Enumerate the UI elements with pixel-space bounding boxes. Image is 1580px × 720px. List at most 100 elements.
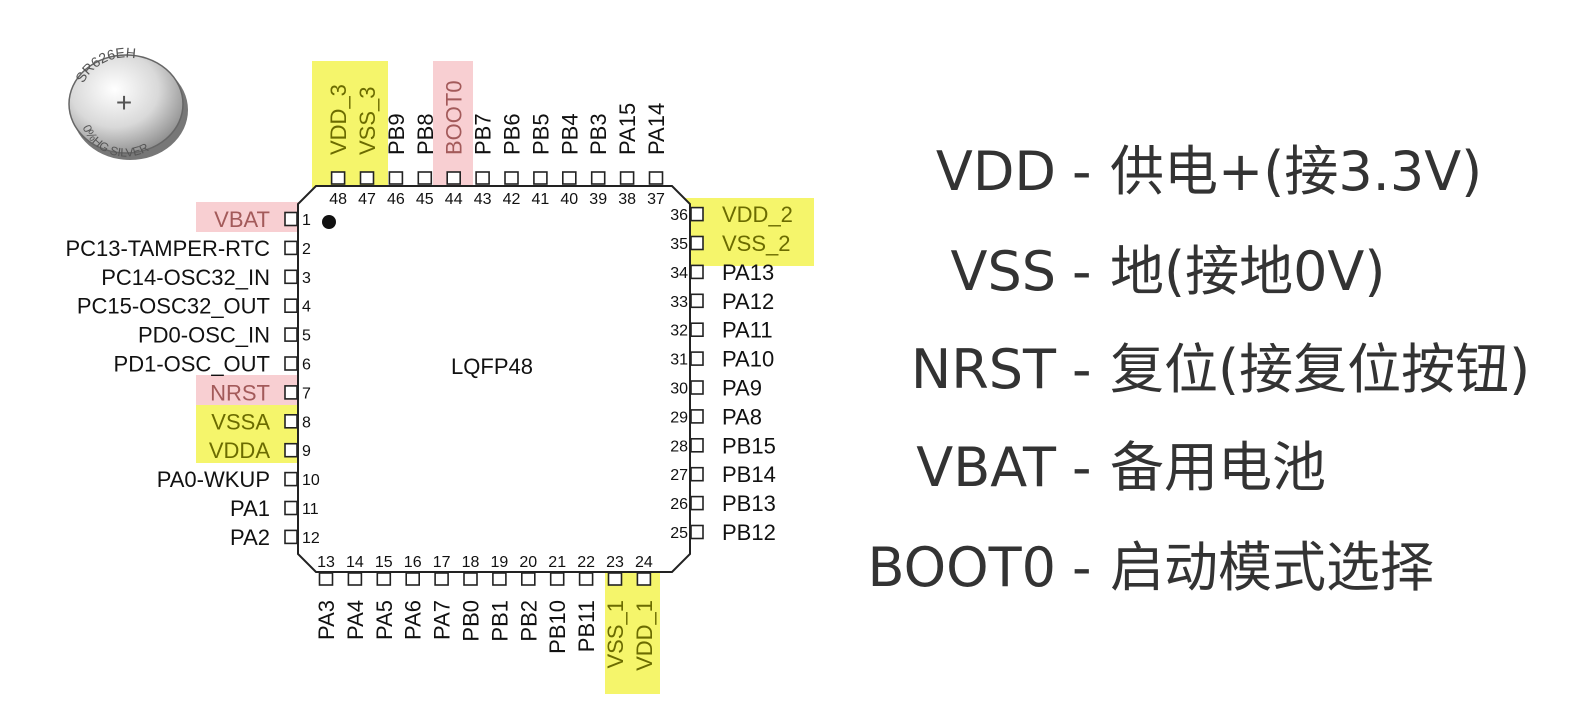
pin-pad-38	[619, 171, 635, 185]
legend-key-nrst: NRST	[911, 338, 1057, 401]
pin-pad-12	[284, 529, 298, 545]
pin-number-11: 11	[302, 501, 319, 518]
pin-pad-4	[284, 298, 298, 314]
pin-pad-16	[405, 572, 421, 586]
legend-desc-vdd: 供电+(接3.3V)	[1110, 140, 1482, 203]
pin-number-46: 46	[387, 191, 405, 208]
pin-number-20: 20	[519, 554, 537, 571]
pin-number-44: 44	[445, 191, 463, 208]
pin-label-pa14: PA14	[644, 103, 669, 155]
legend-dash: -	[1072, 436, 1092, 499]
pin-label-pa10: PA10	[722, 347, 774, 372]
pin-label-pb14: PB14	[722, 462, 776, 487]
pin-pad-14	[347, 572, 363, 586]
pin-pad-37	[648, 171, 664, 185]
pin-pad-24	[636, 572, 652, 586]
pin-pad-13	[318, 572, 334, 586]
pin-pad-22	[578, 572, 594, 586]
pin-pad-25	[690, 524, 704, 540]
pin-number-17: 17	[433, 554, 451, 571]
pin-label-pb3: PB3	[586, 113, 611, 155]
legend-dash: -	[1072, 536, 1092, 599]
pin-label-pb10: PB10	[545, 600, 570, 654]
pin-label-pb13: PB13	[722, 491, 776, 516]
pin-label-pc14-osc32_in: PC14-OSC32_IN	[101, 265, 270, 290]
pin-label-pb12: PB12	[722, 520, 776, 545]
pin-label-pb5: PB5	[528, 113, 553, 155]
pin-number-24: 24	[635, 554, 653, 571]
pin-label-vss_2: VSS_2	[722, 231, 791, 256]
legend-key-vss: VSS	[951, 240, 1057, 303]
pin-pad-32	[690, 322, 704, 338]
pin-number-19: 19	[491, 554, 509, 571]
pin-label-pb2: PB2	[516, 600, 541, 642]
pin-label-vdda: VDDA	[209, 438, 270, 463]
pin-label-pb0: PB0	[459, 600, 484, 642]
pin-label-pa5: PA5	[372, 600, 397, 640]
pin-pad-6	[284, 356, 298, 371]
pin-pad-45	[417, 171, 433, 185]
pin-label-pa9: PA9	[722, 376, 762, 401]
legend-key-vbat: VBAT	[916, 436, 1057, 499]
pin-number-5: 5	[302, 328, 311, 345]
pin-number-18: 18	[462, 554, 480, 571]
pin-pad-43	[475, 171, 490, 185]
pin-label-pb9: PB9	[384, 113, 409, 155]
pin-pad-10	[284, 471, 298, 487]
pin-pad-46	[388, 171, 404, 185]
pin-pad-47	[359, 171, 375, 185]
legend-dash: -	[1072, 140, 1092, 203]
legend: VDD - 供电+(接3.3V) VSS - 地(接地0V) NRST - 复位…	[868, 140, 1531, 599]
pin-pad-9	[284, 442, 298, 458]
pin-label-pd1-osc_out: PD1-OSC_OUT	[114, 352, 270, 377]
pin-number-33: 33	[670, 294, 688, 311]
pin-label-pa1: PA1	[230, 496, 270, 521]
pin-number-15: 15	[375, 554, 393, 571]
pin-pad-28	[690, 437, 704, 453]
pin-number-41: 41	[532, 191, 550, 208]
pin-number-8: 8	[302, 414, 311, 431]
lqfp48-chip: LQFP48	[297, 185, 691, 573]
pin-pad-17	[434, 572, 449, 586]
pin-pad-29	[690, 409, 704, 424]
pin-pad-11	[284, 500, 298, 516]
pin-number-3: 3	[302, 270, 311, 287]
pin-label-vss_1: VSS_1	[603, 600, 628, 669]
pins-layer: 1VBAT2PC13-TAMPER-RTC3PC14-OSC32_IN4PC15…	[65, 80, 792, 671]
pin-label-pa4: PA4	[343, 600, 368, 640]
pin-number-1: 1	[302, 212, 311, 229]
pin-number-27: 27	[670, 467, 688, 484]
pin-number-4: 4	[302, 299, 311, 316]
pin-label-pa11: PA11	[722, 318, 773, 343]
pin-label-pa15: PA15	[615, 103, 640, 155]
pin-pad-8	[284, 413, 298, 429]
pin-number-36: 36	[670, 207, 688, 224]
pin-label-pa12: PA12	[722, 289, 774, 314]
pin-number-29: 29	[670, 409, 688, 426]
pin-number-32: 32	[670, 323, 688, 340]
pin-label-pa2: PA2	[230, 525, 270, 550]
pin-number-22: 22	[577, 554, 595, 571]
pin-label-pa3: PA3	[314, 600, 339, 640]
legend-key-vdd: VDD	[936, 140, 1056, 203]
pin-label-pd0-osc_in: PD0-OSC_IN	[138, 323, 270, 348]
pin-label-pa8: PA8	[722, 404, 762, 429]
pin-number-48: 48	[329, 191, 347, 208]
legend-desc-boot0: 启动模式选择	[1110, 536, 1434, 599]
pin-number-25: 25	[670, 525, 688, 542]
pin-number-13: 13	[317, 554, 335, 571]
pin-pad-20	[520, 572, 536, 586]
pin-pad-44	[446, 171, 462, 185]
pin-label-vdd_1: VDD_1	[632, 600, 657, 671]
pin-pad-1	[284, 211, 298, 227]
pin-label-pa6: PA6	[401, 600, 426, 640]
pin-label-pc15-osc32_out: PC15-OSC32_OUT	[77, 294, 270, 319]
highlight-vdd3-vss3	[312, 61, 388, 188]
legend-desc-vss: 地(接地0V)	[1110, 240, 1385, 303]
pin-label-pb15: PB15	[722, 433, 776, 458]
pin-number-21: 21	[548, 554, 566, 571]
pin-pad-26	[690, 495, 704, 511]
pin-label-vbat: VBAT	[214, 207, 270, 232]
pin-label-pb8: PB8	[413, 113, 438, 155]
